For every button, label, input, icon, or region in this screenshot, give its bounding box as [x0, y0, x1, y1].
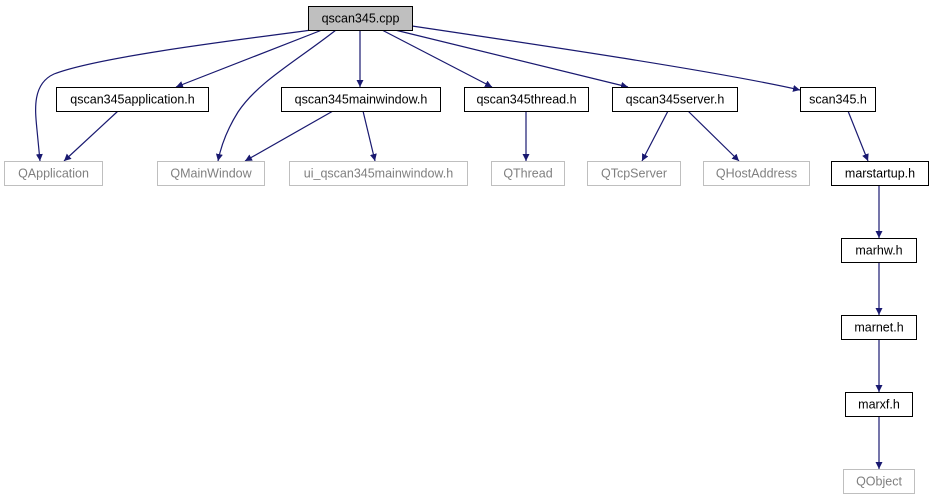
node-box — [289, 161, 468, 186]
node-box — [281, 87, 441, 112]
node-label: marstartup.h — [845, 167, 915, 181]
node-box — [491, 161, 565, 186]
node-marxf_h[interactable]: marxf.h — [845, 392, 913, 417]
node-qscan345mainwindow_h[interactable]: qscan345mainwindow.h — [281, 87, 441, 112]
edge-qscan345_cpp-to-QMainWindow — [215, 29, 337, 162]
node-label: QHostAddress — [716, 167, 797, 181]
node-label: marxf.h — [858, 398, 900, 412]
node-label: qscan345application.h — [70, 93, 194, 107]
node-label: QMainWindow — [170, 167, 252, 181]
node-box — [612, 87, 738, 112]
node-QObject[interactable]: QObject — [843, 469, 915, 494]
node-box — [157, 161, 265, 186]
node-label: QObject — [856, 475, 902, 489]
node-qscan345_cpp[interactable]: qscan345.cpp — [308, 6, 413, 31]
node-label: qscan345server.h — [626, 93, 725, 107]
node-label: QThread — [503, 167, 552, 181]
node-QMainWindow[interactable]: QMainWindow — [157, 161, 265, 186]
edge-qscan345server_h-to-QTcpServer — [641, 110, 669, 162]
node-label: QTcpServer — [601, 167, 667, 181]
node-box — [841, 315, 917, 340]
node-label: ui_qscan345mainwindow.h — [304, 167, 453, 181]
edge-qscan345_cpp-to-qscan345thread_h — [381, 29, 493, 88]
edge-qscan345_cpp-to-qscan345server_h — [394, 29, 629, 89]
edges-layer — [35, 25, 883, 469]
node-qscan345server_h[interactable]: qscan345server.h — [612, 87, 738, 112]
node-qscan345thread_h[interactable]: qscan345thread.h — [464, 87, 589, 112]
node-marstartup_h[interactable]: marstartup.h — [831, 161, 929, 186]
node-box — [841, 238, 917, 263]
node-box — [845, 392, 913, 417]
edge-qscan345_cpp-to-QApplication — [35, 29, 313, 162]
node-label: QApplication — [18, 167, 89, 181]
node-QThread[interactable]: QThread — [491, 161, 565, 186]
node-QHostAddress[interactable]: QHostAddress — [703, 161, 810, 186]
node-scan345_h[interactable]: scan345.h — [800, 87, 876, 112]
edge-qscan345_cpp-to-scan345_h — [411, 25, 801, 92]
edge-qscan345server_h-to-QHostAddress — [687, 110, 740, 162]
node-label: scan345.h — [809, 93, 867, 107]
node-box — [800, 87, 876, 112]
node-box — [587, 161, 681, 186]
edge-scan345_h-to-marstartup_h — [847, 110, 869, 162]
node-qscan345application_h[interactable]: qscan345application.h — [56, 87, 209, 112]
node-marhw_h[interactable]: marhw.h — [841, 238, 917, 263]
node-marnet_h[interactable]: marnet.h — [841, 315, 917, 340]
node-ui_qscan345mainwindow_h[interactable]: ui_qscan345mainwindow.h — [289, 161, 468, 186]
node-box — [464, 87, 589, 112]
node-box — [4, 161, 103, 186]
node-box — [843, 469, 915, 494]
node-box — [703, 161, 810, 186]
node-box — [308, 6, 413, 31]
edge-qscan345application_h-to-QApplication — [63, 110, 119, 162]
edge-qscan345mainwindow_h-to-ui_qscan345mainwindow_h — [362, 110, 377, 162]
node-label: qscan345.cpp — [322, 12, 400, 26]
node-label: qscan345mainwindow.h — [295, 93, 428, 107]
node-label: marnet.h — [854, 321, 903, 335]
node-box — [56, 87, 209, 112]
edge-qscan345_cpp-to-qscan345application_h — [175, 29, 323, 88]
node-QApplication[interactable]: QApplication — [4, 161, 103, 186]
nodes-layer: qscan345.cpp qscan345application.h qscan34… — [4, 6, 929, 494]
node-QTcpServer[interactable]: QTcpServer — [587, 161, 681, 186]
node-box — [831, 161, 929, 186]
node-label: marhw.h — [855, 244, 902, 258]
node-label: qscan345thread.h — [476, 93, 576, 107]
edge-qscan345mainwindow_h-to-QMainWindow — [244, 110, 334, 162]
